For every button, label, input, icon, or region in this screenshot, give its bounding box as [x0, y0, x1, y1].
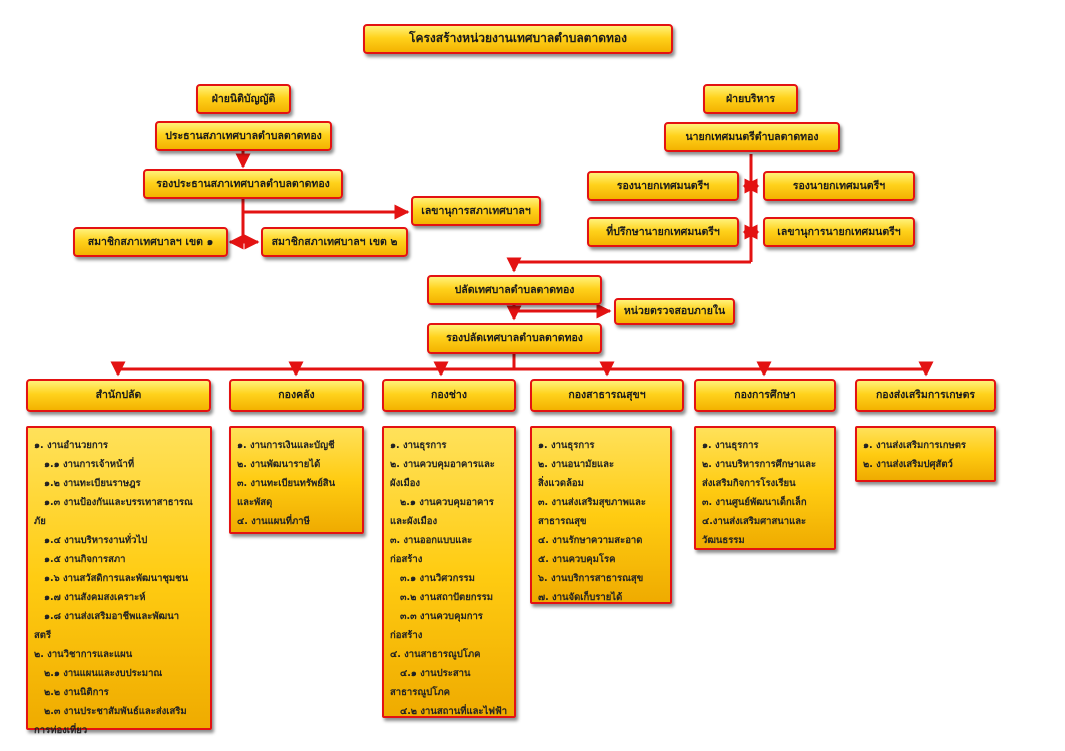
task-item: ก่อสร้าง: [390, 554, 423, 565]
council-vice-chairman-box: รองประธานสภาเทศบาลตำบลตาดทอง: [143, 169, 343, 199]
task-item: ๓.๓ งานควบคุมการ: [400, 611, 483, 622]
department-header-6: กองส่งเสริมการเกษตร: [855, 379, 996, 412]
task-item: ส่งเสริมกิจการโรงเรียน: [702, 478, 796, 489]
department-tasks-6: ๑. งานส่งเสริมการเกษตร ๒. งานส่งเสริมปศุ…: [855, 426, 996, 482]
department-header-4: กองสาธารณสุขฯ: [530, 379, 684, 412]
task-item: ๓. งานออกแบบและ: [390, 535, 473, 546]
council-secretary-box: เลขานุการสภาเทศบาลฯ: [411, 196, 541, 226]
task-item: ๒.๒ งานนิติการ: [44, 687, 109, 698]
task-item: ๓. งานทะเบียนทรัพย์สิน: [237, 478, 336, 489]
mayor-secretary-box: เลขานุการนายกเทศมนตรีฯ: [763, 217, 915, 247]
task-item: ๑.๔ งานบริหารงานทั่วไป: [44, 535, 148, 546]
task-item: ๒. งานอนามัยและ: [538, 459, 615, 470]
task-item: ๔. งานแผนที่ภาษี: [237, 516, 310, 527]
task-item: ๑. งานส่งเสริมการเกษตร: [863, 440, 966, 451]
task-item: ๑.๓ งานป้องกันและบรรเทาสาธารณ: [44, 497, 193, 508]
task-item: ๒. งานบริหารการศึกษาและ: [702, 459, 817, 470]
task-item: สตรี: [34, 630, 52, 641]
task-item: ผังเมือง: [390, 478, 421, 489]
task-item: การท่องเที่ยว: [34, 725, 88, 736]
task-item: ๑. งานธุรการ: [538, 440, 595, 451]
deputy-clerk-box: รองปลัดเทศบาลตำบลตาดทอง: [427, 323, 602, 354]
department-tasks-2: ๑. งานการเงินและบัญชี ๒. งานพัฒนารายได้ …: [229, 426, 364, 534]
council-member-1-box: สมาชิกสภาเทศบาลฯ เขต ๑: [73, 227, 228, 257]
task-item: ๑.๒ งานทะเบียนราษฎร: [44, 478, 141, 489]
task-item: ๒.๑ งานควบคุมอาคาร: [400, 497, 494, 508]
task-item: ๒. งานควบคุมอาคารและ: [390, 459, 495, 470]
task-item: ๕. งานควบคุมโรค: [538, 554, 616, 565]
task-item: ภัย: [34, 516, 46, 527]
task-item: ๗. งานจัดเก็บรายได้: [538, 592, 623, 603]
task-item: ๓. งานศูนย์พัฒนาเด็กเล็ก: [702, 497, 807, 508]
task-item: ก่อสร้าง: [390, 630, 423, 641]
task-item: สาธารณูปโภค: [390, 687, 450, 698]
task-item: ๔.งานส่งเสริมศาสนาและ: [702, 516, 807, 527]
council-chairman-box: ประธานสภาเทศบาลตำบลตาดทอง: [155, 121, 332, 151]
task-item: และพัสดุ: [237, 497, 273, 508]
task-item: ๑. งานอำนวยการ: [34, 440, 109, 451]
task-item: ๖. งานบริการสาธารณสุข: [538, 573, 644, 584]
department-header-3: กองช่าง: [382, 379, 516, 412]
executive-header: ฝ่ายบริหาร: [703, 84, 798, 114]
task-item: และผังเมือง: [390, 516, 438, 527]
internal-audit-box: หน่วยตรวจสอบภายใน: [614, 298, 735, 325]
task-item: ๒. งานวิชาการและแผน: [34, 649, 133, 660]
legislative-header: ฝ่ายนิติบัญญัติ: [196, 84, 291, 114]
task-item: ๑. งานธุรการ: [390, 440, 447, 451]
council-member-2-box: สมาชิกสภาเทศบาลฯ เขต ๒: [261, 227, 408, 257]
task-item: ๑. งานธุรการ: [702, 440, 759, 451]
task-item: ๔. งานรักษาความสะอาด: [538, 535, 643, 546]
department-header-1: สำนักปลัด: [26, 379, 211, 412]
department-header-5: กองการศึกษา: [694, 379, 836, 412]
task-item: สาธารณสุข: [538, 516, 587, 527]
line-to-clerk: [506, 257, 751, 273]
task-item: ๑.๗ งานสังคมสงเคราะห์: [44, 592, 146, 603]
task-item: ๔.๑ งานประสาน: [400, 668, 471, 679]
task-item: ๔.๒ งานสถานที่และไฟฟ้า: [400, 706, 508, 717]
department-tasks-5: ๑. งานธุรการ ๒. งานบริหารการศึกษาและ ส่ง…: [694, 426, 836, 550]
deputy-mayor-right-box: รองนายกเทศมนตรีฯ: [763, 171, 915, 201]
task-item: ๑.๘ งานส่งเสริมอาชีพและพัฒนา: [44, 611, 180, 622]
task-item: ๓.๒ งานสถาปัตยกรรม: [400, 592, 494, 603]
department-tasks-4: ๑. งานธุรการ ๒. งานอนามัยและ สิ่งแวดล้อม…: [530, 426, 672, 604]
task-item: ๑.๑ งานการเจ้าหน้าที่: [44, 459, 135, 470]
task-item: ๓.๑ งานวิศวกรรม: [400, 573, 475, 584]
task-item: ๑.๖ งานสวัสดิการและพัฒนาชุมชน: [44, 573, 189, 584]
task-item: ๔. งานสาธารณูปโภค: [390, 649, 481, 660]
task-item: ๒.๓ งานประชาสัมพันธ์และส่งเสริม: [44, 706, 187, 717]
task-item: ๒.๑ งานแผนและงบประมาณ: [44, 668, 163, 679]
task-item: สิ่งแวดล้อม: [538, 478, 584, 489]
task-item: ๒. งานส่งเสริมปศุสัตว์: [863, 459, 953, 470]
task-item: วัฒนธรรม: [702, 535, 745, 546]
task-item: ๒. งานพัฒนารายได้: [237, 459, 321, 470]
task-item: ๑. งานการเงินและบัญชี: [237, 440, 335, 451]
department-tasks-1: ๑. งานอำนวยการ ๑.๑ งานการเจ้าหน้าที่ ๑.๒…: [26, 426, 212, 736]
department-tasks-3: ๑. งานธุรการ ๒. งานควบคุมอาคารและ ผังเมื…: [382, 426, 516, 718]
deputy-mayor-left-box: รองนายกเทศมนตรีฯ: [587, 171, 739, 201]
chart-title: โครงสร้างหน่วยงานเทศบาลตำบลตาดทอง: [363, 24, 673, 54]
task-item: ๓. งานส่งเสริมสุขภาพและ: [538, 497, 646, 508]
municipal-clerk-box: ปลัดเทศบาลตำบลตาดทอง: [427, 275, 602, 305]
mayor-advisor-box: ที่ปรึกษานายกเทศมนตรีฯ: [587, 217, 739, 247]
mayor-box: นายกเทศมนตรีตำบลตาดทอง: [664, 122, 840, 152]
department-header-2: กองคลัง: [229, 379, 364, 412]
task-item: ๑.๕ งานกิจการสภา: [44, 554, 126, 565]
